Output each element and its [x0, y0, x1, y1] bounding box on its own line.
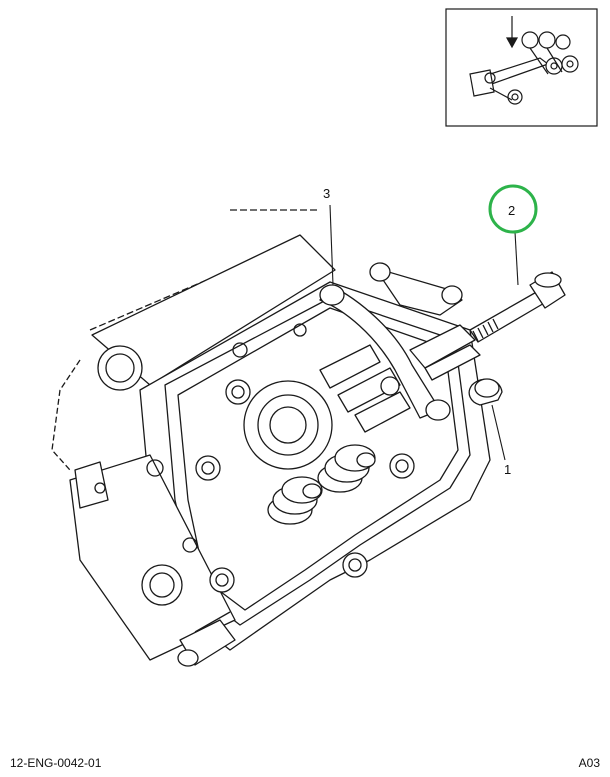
leader-lines	[329, 204, 519, 461]
callout-1: 1	[504, 462, 511, 477]
valve-springs	[267, 444, 376, 525]
bolt	[469, 271, 566, 343]
callout-2: 2	[508, 203, 515, 218]
reference-code: 12-ENG-0042-01	[10, 756, 102, 770]
callout-3: 3	[323, 186, 330, 201]
sheet-id: A03	[578, 756, 600, 770]
inset-locator	[445, 8, 598, 127]
highlight-circle	[488, 184, 538, 234]
cylinder-head	[51, 209, 491, 667]
rocker-bracket	[319, 262, 503, 421]
